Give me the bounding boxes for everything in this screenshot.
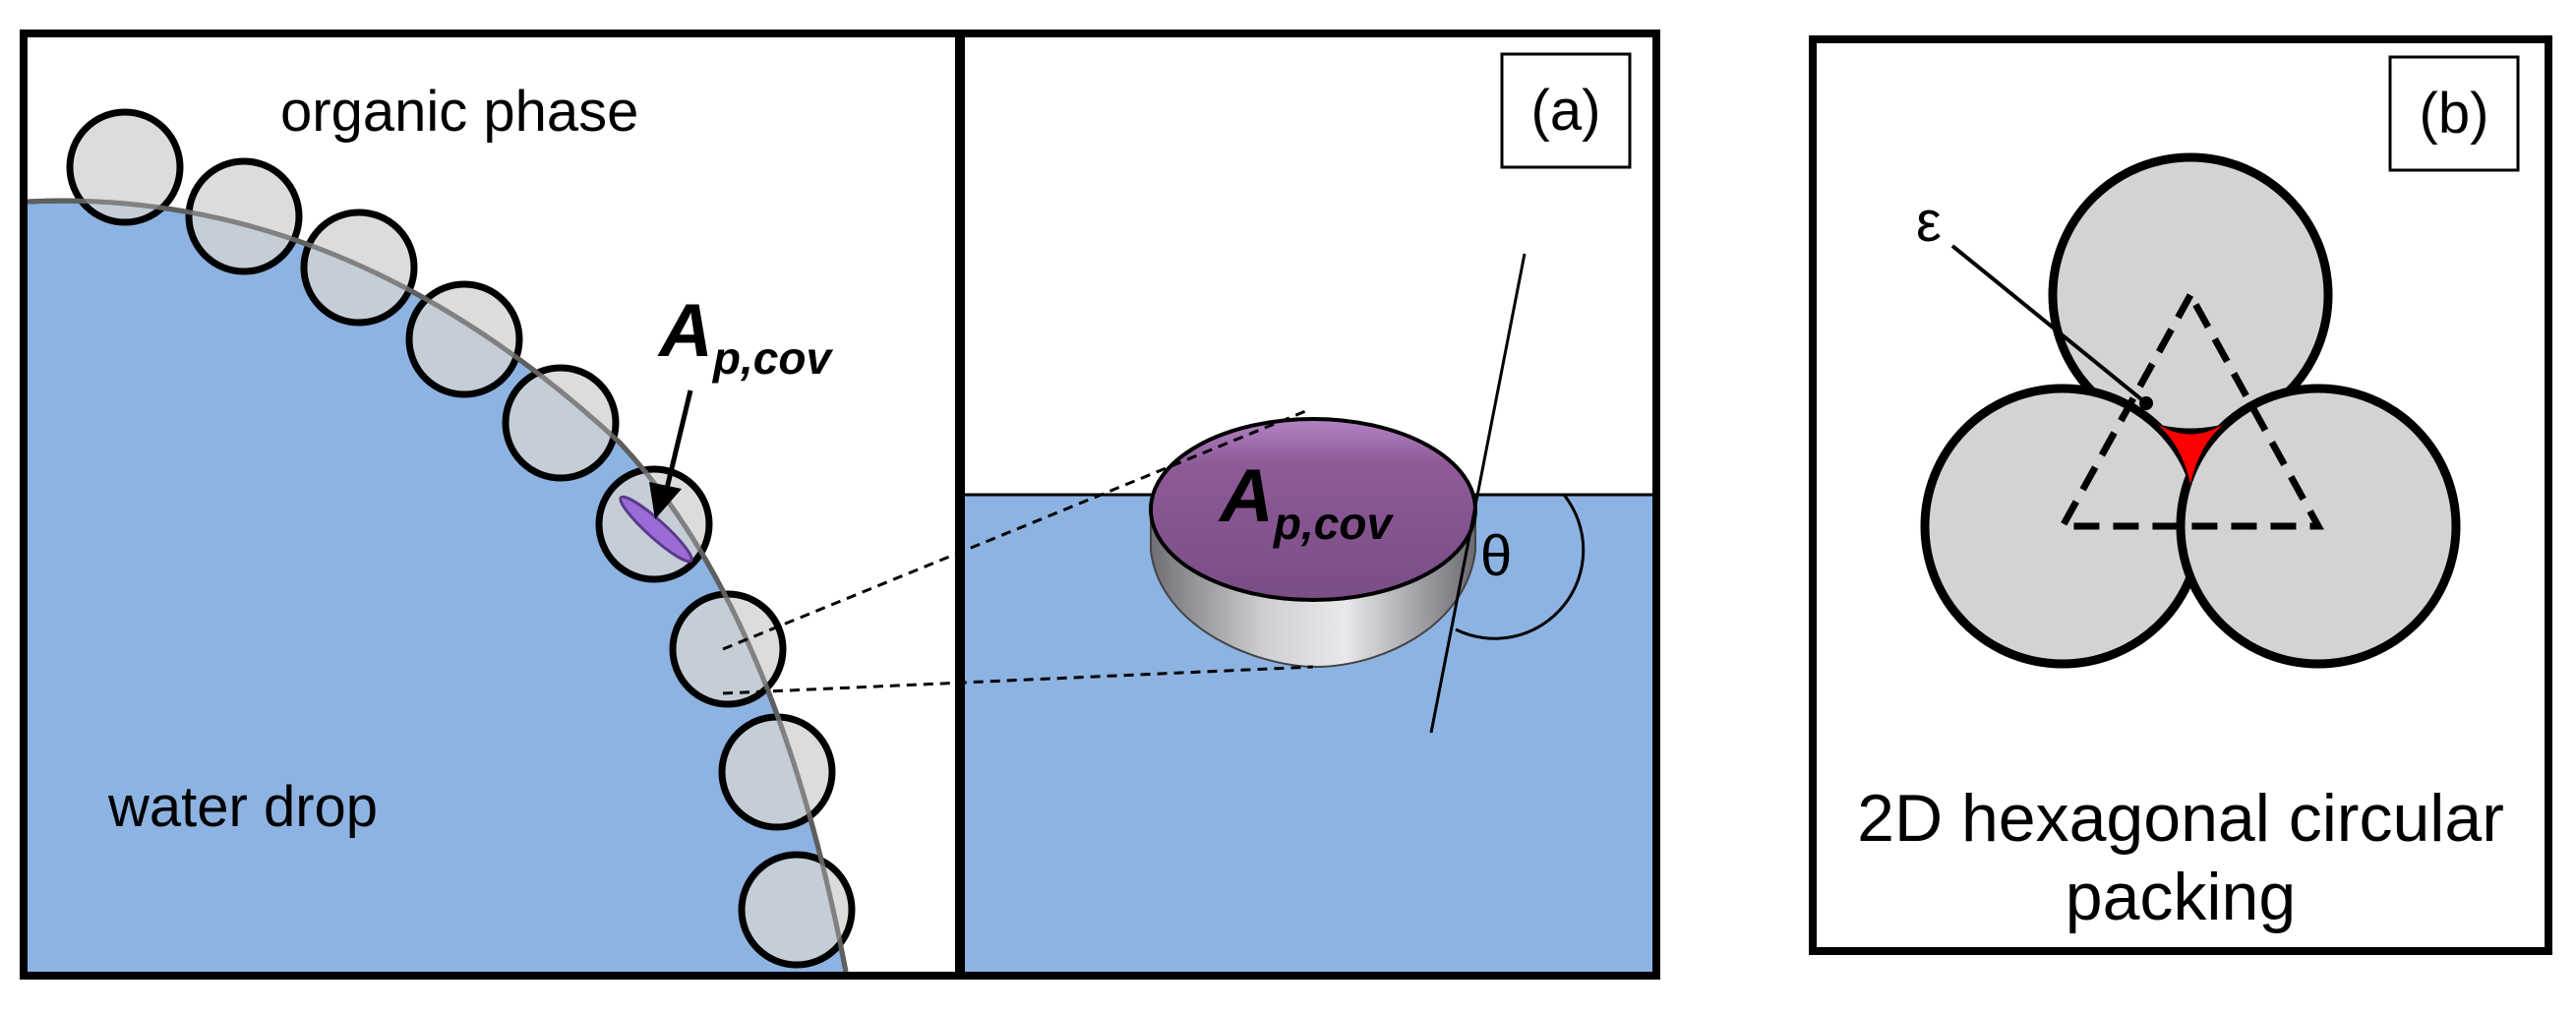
organic-phase-label: organic phase [280,80,638,144]
packing-panel: (b) ε 2D hexagonal circular packing [1809,35,2552,955]
particle [718,713,836,831]
panel-b-label: (b) [2420,82,2489,146]
panel-b-frame [1809,35,2552,955]
particle [66,108,184,226]
panel-a-frame [20,30,1660,980]
zoom-line-upper [722,408,1309,651]
packing-caption-line1: 2D hexagonal circular [1857,781,2504,856]
contact-angle-symbol: θ [1480,524,1512,588]
drop-panel [28,108,856,972]
water-drop-label: water drop [107,775,378,839]
coverage-arrow-shaft [662,389,693,498]
contact-tangent-line [1429,253,1527,734]
particle [502,364,620,482]
epsilon-pointer [1950,244,2148,405]
particle [185,157,303,275]
epsilon-symbol: ε [1916,190,1942,254]
drop-surface-guide [28,198,849,972]
panel-a-label: (a) [1531,79,1601,143]
zoom-line-lower [722,665,1314,695]
coverage-label-large: Ap,cov [1218,454,1394,549]
coverage-area-marker [619,495,693,564]
panel-a-label-box [1500,52,1632,169]
panel-b-label-box [2388,55,2520,172]
coverage-arrow-head [649,482,682,519]
particle [738,851,856,969]
void-fill [2157,424,2224,484]
particle [405,280,523,398]
contact-angle-arc [1455,494,1586,640]
coverage-label-small: Ap,cov [657,289,833,384]
particle [669,590,787,708]
packing-triangle [2057,287,2324,530]
packing-caption-line2: packing [2066,860,2296,934]
water-drop-region [28,201,846,972]
particle-panel [960,253,1652,972]
epsilon-pointer-dot [2139,396,2153,410]
